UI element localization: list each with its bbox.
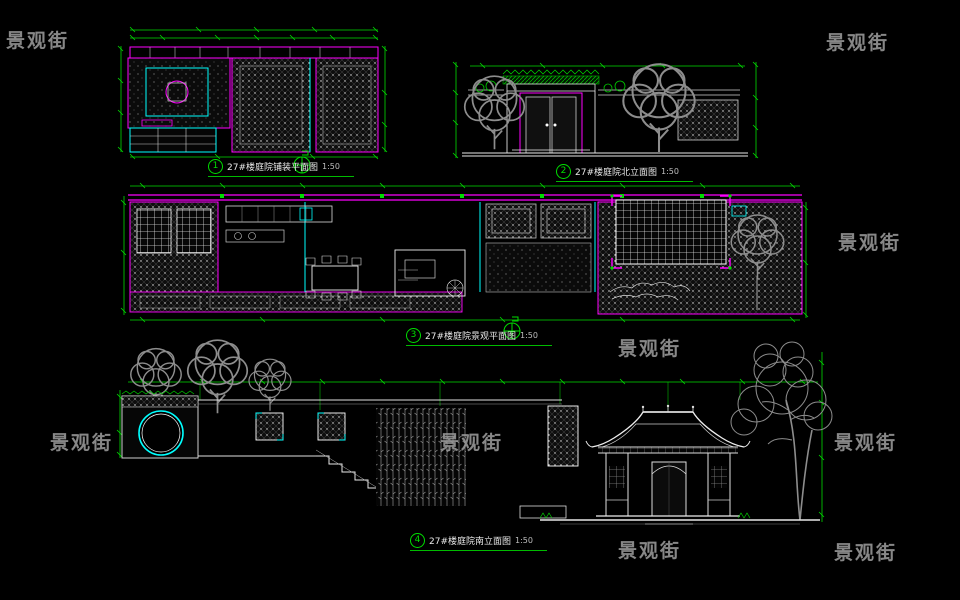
plan1-hatched-panels <box>231 57 379 153</box>
drawing-2-elevation <box>452 61 759 159</box>
plan1-paved-court <box>127 57 231 129</box>
elev4-pavilion <box>585 404 751 525</box>
drawing-2-title: 27#楼庭院北立面图 <box>575 168 657 178</box>
drawing-4-scale: 1:50 <box>515 536 533 545</box>
elev2-groundline <box>462 152 748 157</box>
plan3-column-markers <box>220 194 704 198</box>
elev4-bamboo <box>376 408 466 506</box>
drawing-2-scale: 1:50 <box>661 167 679 176</box>
elev2-tree-left <box>463 75 526 151</box>
plan3-furniture <box>225 205 466 301</box>
drawing-1-dimensions <box>117 26 388 160</box>
elev4-groundline <box>539 512 820 525</box>
plan1-top-wall-divisions <box>149 47 351 58</box>
drawing-3-plan <box>120 182 809 340</box>
elev4-screen-panel <box>547 405 579 467</box>
elev2-gate <box>502 69 600 154</box>
elev4-moon-gate <box>138 410 184 456</box>
drawing-1-title: 27#楼庭院铺装平面图 <box>227 163 318 173</box>
elev4-planter <box>519 505 567 519</box>
plan3-right-garden <box>597 194 803 315</box>
drawing-4-number: 4 <box>410 533 425 548</box>
elev2-shrubs <box>475 80 626 93</box>
plan3-mid-panels <box>485 202 596 293</box>
drawing-4-caption: 4 27#楼庭院南立面图 1:50 <box>410 533 547 551</box>
plan3-lattice-screen <box>615 199 727 265</box>
plan3-bottom-band <box>129 291 463 313</box>
elev4-big-tree <box>730 341 833 521</box>
elev4-moon-gate-wall <box>121 390 199 459</box>
drawing-3-caption: 3 27#楼庭院景观平面图 1:50 <box>406 328 552 346</box>
drawing-2-number: 2 <box>556 164 571 179</box>
elev4-tree-3 <box>248 358 292 412</box>
drawing-3-number: 3 <box>406 328 421 343</box>
drawing-1-scale: 1:50 <box>322 162 340 171</box>
section-symbol-3 <box>503 316 521 340</box>
drawing-1-caption: 1 27#楼庭院铺装平面图 1:50 <box>208 159 354 177</box>
elev4-garden-wall <box>198 399 562 457</box>
plan3-rocks <box>609 282 691 301</box>
drawing-1-plan <box>117 26 388 174</box>
plan1-steps <box>129 119 217 153</box>
drawing-2-dimensions <box>452 61 759 159</box>
drawing-4-dimensions <box>116 352 825 522</box>
drawing-2-caption: 2 27#楼庭院北立面图 1:50 <box>556 164 693 182</box>
plan1-top-wall <box>129 46 379 59</box>
drawing-3-scale: 1:50 <box>520 331 538 340</box>
section-symbol-1 <box>293 150 311 174</box>
drawing-4-elevation <box>116 339 833 525</box>
drawing-1-number: 1 <box>208 159 223 174</box>
plan3-partitions <box>304 202 481 292</box>
drawing-3-dimensions <box>120 182 809 323</box>
elev2-hatched-panel <box>677 99 739 141</box>
drawing-4-title: 27#楼庭院南立面图 <box>429 537 511 547</box>
drawing-3-title: 27#楼庭院景观平面图 <box>425 332 516 342</box>
elev2-wall-coping <box>468 89 740 96</box>
